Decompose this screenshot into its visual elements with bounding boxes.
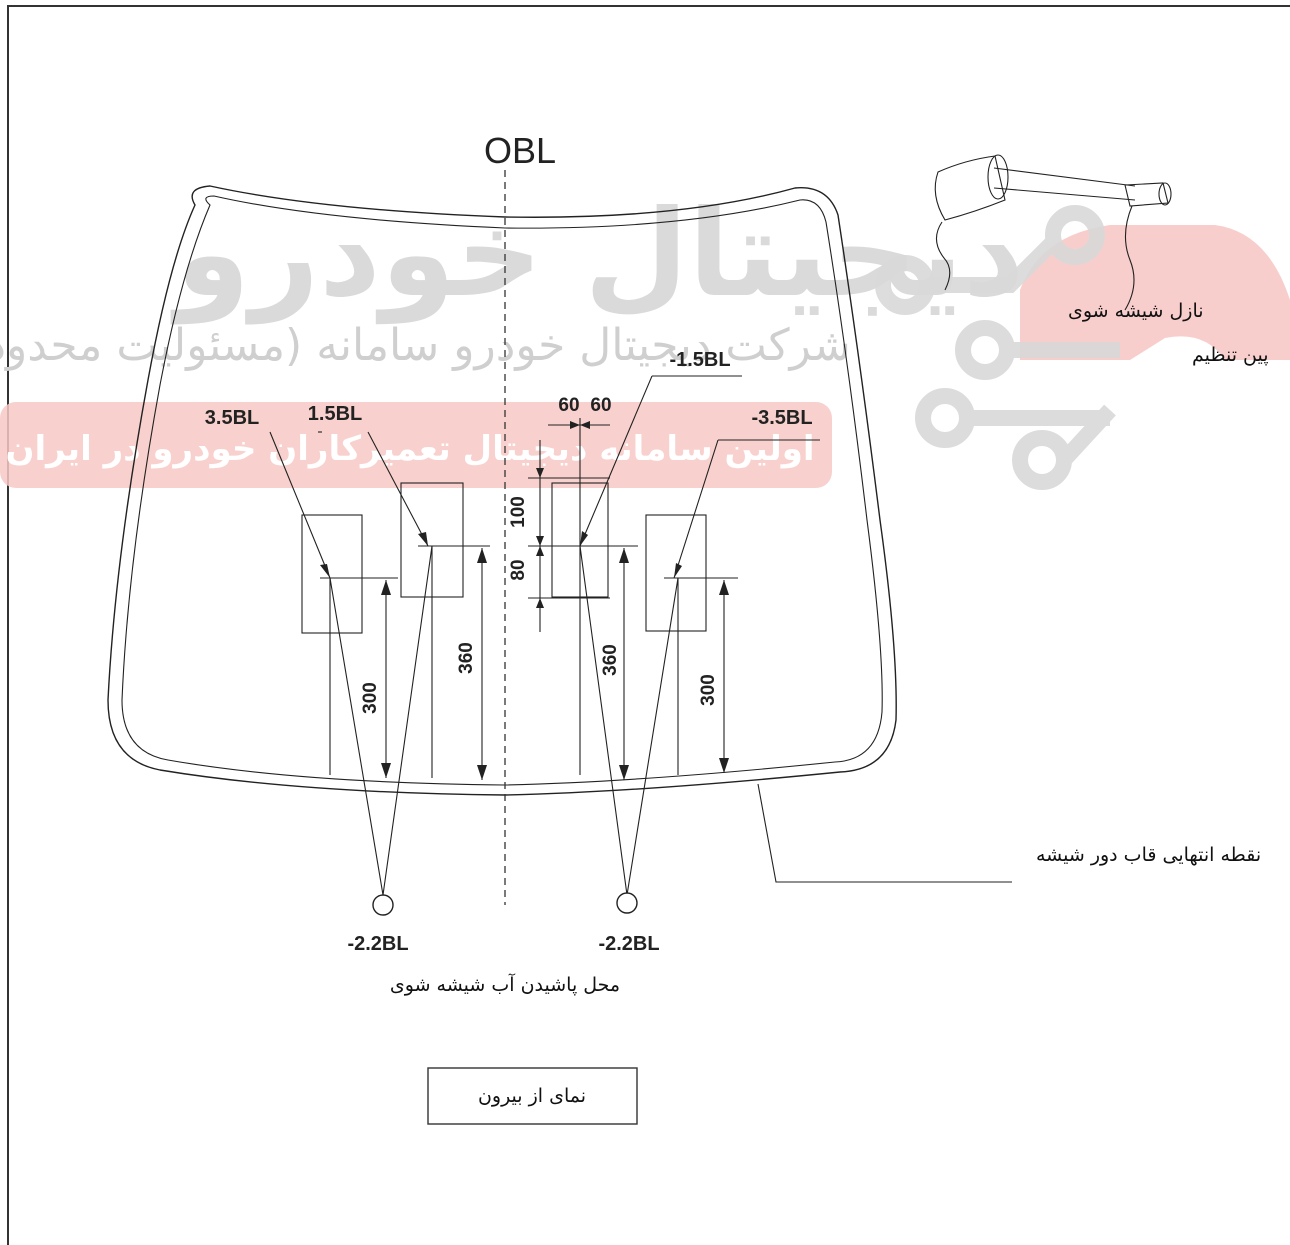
dim-360-right: 360 [600,644,621,676]
watermark-company: شرکت دیجیتال خودرو سامانه (مسئولیت محدود… [0,320,851,371]
label-neg-1-5bl: -1.5BL [669,349,730,371]
washer-nozzle-illustration [934,154,1172,311]
windshield-outer-edge [107,185,897,796]
spray-area-left-outer [301,514,363,634]
nozzle-right [616,892,638,914]
dim-360-left: 360 [456,642,477,674]
label-3-5bl: 3.5BL [205,407,259,429]
frame-end-leader [757,783,1012,883]
nozzle-label-left: -2.2BL [347,933,408,955]
dim-300-right: 300 [698,674,719,706]
view-caption-box [427,1067,638,1125]
watermark-car-shape [1020,225,1290,470]
page-border [7,5,1290,1245]
windshield-inner-edge [121,195,883,786]
spray-area-right-outer [645,514,707,632]
label-leaders [269,375,820,579]
label-neg-3-5bl: -3.5BL [751,407,812,429]
washer-nozzle-label: نازل شیشه شوی [1068,300,1204,322]
spray-location-caption: محل پاشیدن آب شیشه شوی [390,972,620,996]
watermark-brand: دیجیتال خودرو [170,185,1024,325]
nozzle-label-right: -2.2BL [598,933,659,955]
view-caption: نمای از بیرون [478,1085,586,1107]
offset-label-left: 60 [558,395,579,416]
watermark-circuit [875,205,1120,490]
frame-end-point-label: نقطه انتهایی قاب دور شیشه [1036,844,1261,866]
watermark-red-band [0,402,832,488]
watermark: دیجیتال خودرو شرکت دیجیتال خودرو سامانه … [0,185,1290,490]
watermark-slogan: اولین سامانه دیجیتال تعمیرکاران خودرو در… [5,429,814,469]
vertical-offset-dimensions: 100 80 [508,440,610,632]
dim-300-left: 300 [360,682,381,714]
adjust-pin-label: پین تنظیم [1192,344,1269,366]
dim-100: 100 [508,496,529,528]
offset-dimension: 60 60 [548,395,612,775]
dim-80: 80 [508,559,529,580]
offset-label-right: 60 [590,395,611,416]
spray-fans [329,545,679,916]
nozzle-left [372,894,394,916]
label-1-5bl: 1.5BL [308,403,362,425]
height-dimensions: 300 360 360 300 [329,546,729,780]
obl-label: OBL [484,130,556,171]
